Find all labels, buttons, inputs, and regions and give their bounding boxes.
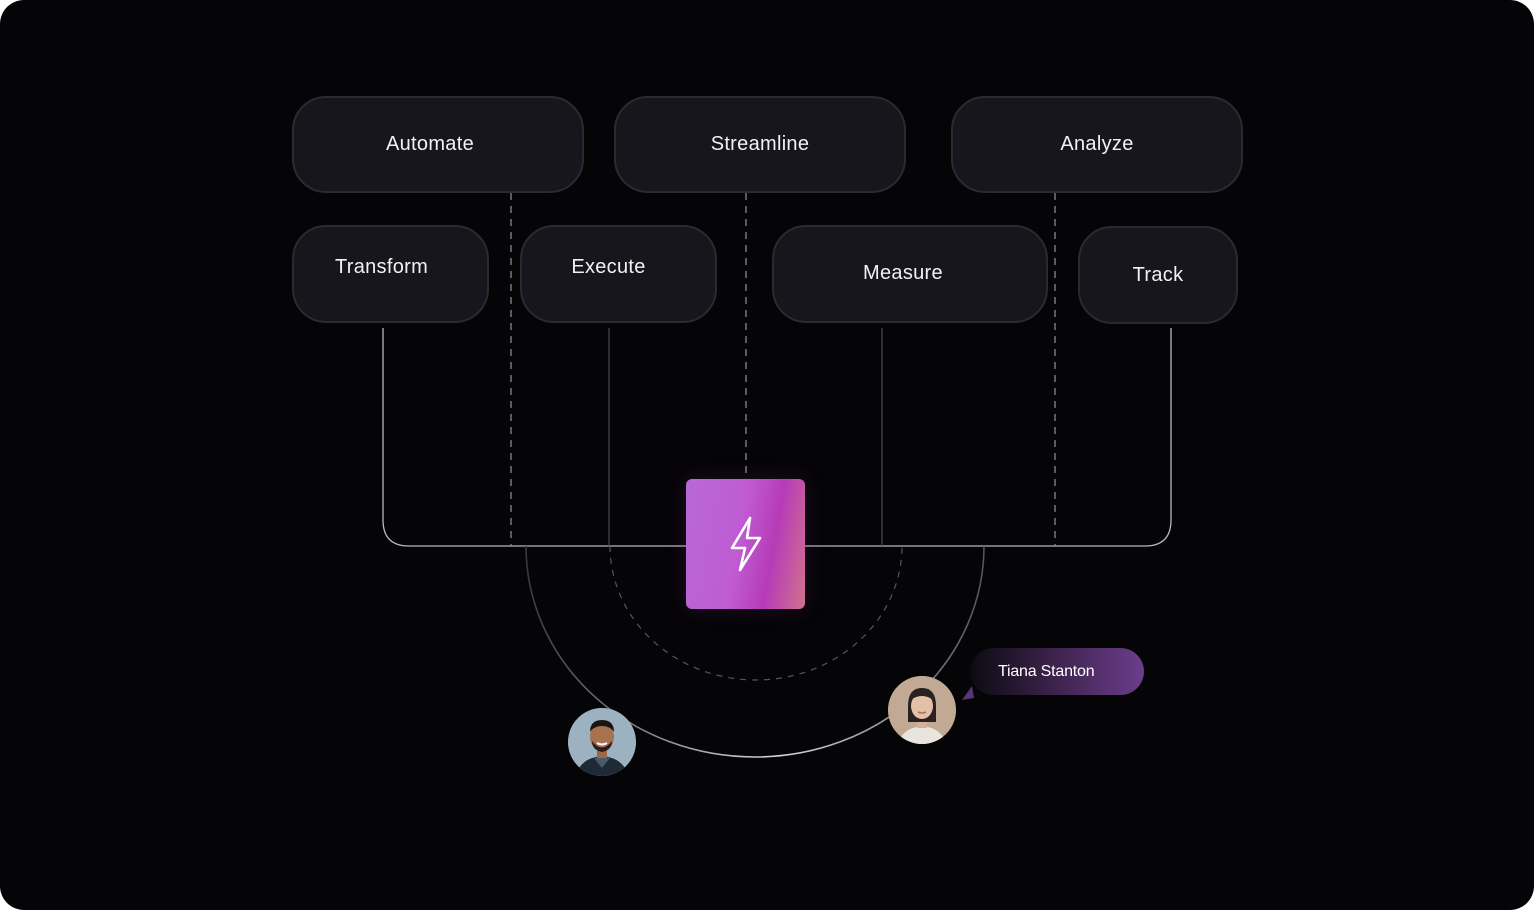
center-node[interactable]: [686, 479, 805, 609]
user-avatar-male[interactable]: [568, 708, 636, 776]
pill-measure[interactable]: Measure: [772, 225, 1048, 323]
pill-transform-label: Transform: [334, 255, 429, 278]
inner-dashed-arc: [609, 545, 903, 681]
user-avatar-female[interactable]: [888, 676, 956, 744]
pill-automate-label: Automate: [385, 133, 474, 155]
pill-streamline-label: Streamline: [710, 133, 810, 155]
pill-track[interactable]: Track: [1078, 226, 1238, 324]
pill-automate[interactable]: Automate: [292, 96, 584, 193]
tag-pointer: [962, 686, 974, 700]
pill-execute-label: Execute: [571, 255, 646, 278]
user-name-tag: Tiana Stanton: [970, 648, 1144, 695]
user-name-label: Tiana Stanton: [998, 662, 1095, 680]
pill-analyze-label: Analyze: [1060, 133, 1134, 155]
pill-transform[interactable]: Transform: [292, 225, 489, 323]
person-icon: [888, 676, 956, 744]
pill-analyze[interactable]: Analyze: [951, 96, 1243, 193]
pill-measure-label: Measure: [863, 261, 943, 284]
outer-arc: [525, 545, 985, 758]
pill-track-label: Track: [1132, 263, 1184, 286]
pill-execute[interactable]: Execute: [520, 225, 717, 323]
person-icon: [568, 708, 636, 776]
pill-streamline[interactable]: Streamline: [614, 96, 906, 193]
lightning-bolt-icon: [730, 516, 761, 572]
